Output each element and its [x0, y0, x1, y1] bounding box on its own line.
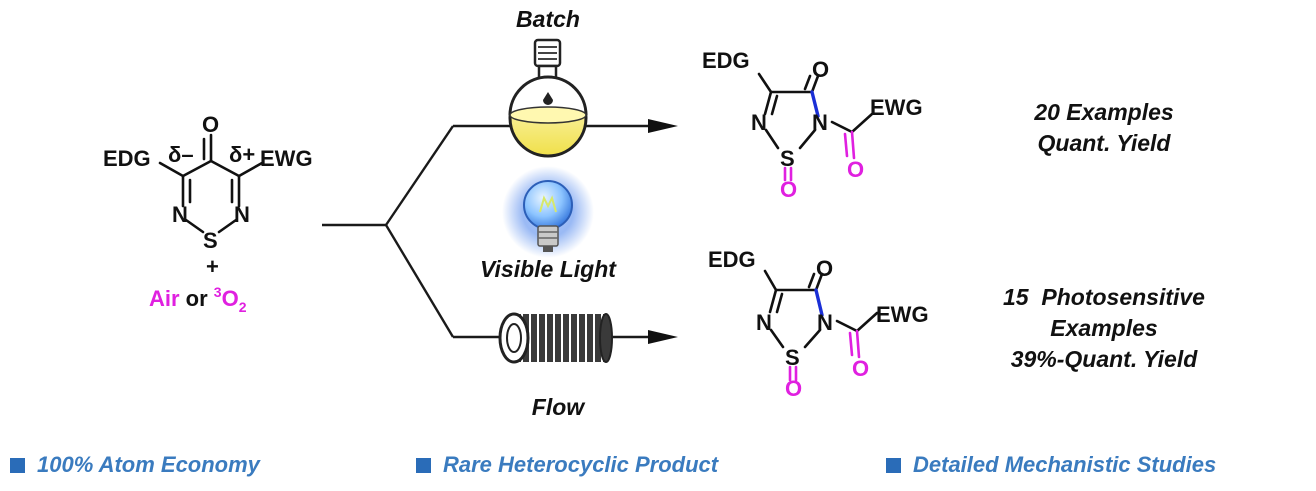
- bond-edg: [158, 161, 185, 178]
- nitrogen-left: N: [172, 202, 188, 227]
- o2-superscript: 3: [214, 284, 222, 300]
- square-bullet-icon: [416, 457, 431, 473]
- feature-text: 100% Atom Economy: [37, 452, 260, 477]
- bond-c3-n: [768, 288, 778, 314]
- results-bottom: 15 Photosensitive Examples 39%-Quant. Yi…: [1003, 284, 1205, 372]
- bond-c4-o-double: [803, 74, 812, 91]
- nitrogen-left: N: [756, 310, 772, 335]
- bond-n-s: [764, 128, 780, 150]
- arrow-top-head: [648, 119, 678, 133]
- sulfoxide-oxygen: O: [785, 376, 802, 401]
- square-bullet-icon: [10, 457, 25, 473]
- bond-n-acyl: [830, 120, 854, 134]
- ring-oxygen: O: [812, 57, 829, 82]
- product-bottom: EDG O N N S O EWG O: [708, 247, 929, 401]
- bond-edg: [763, 269, 778, 292]
- bond-c3-n-double: [775, 292, 784, 314]
- o2-main: O: [222, 286, 239, 311]
- flow-examples: 15 Photosensitive: [1003, 284, 1205, 310]
- light-bulb-icon: [502, 166, 594, 258]
- sulfur: S: [785, 345, 800, 370]
- features-footer: 100% Atom Economy Rare Heterocyclic Prod…: [0, 452, 1316, 482]
- bond-acyl-o-double: [843, 132, 849, 158]
- feature-item: Rare Heterocyclic Product: [416, 452, 718, 478]
- feature-item: Detailed Mechanistic Studies: [886, 452, 1216, 478]
- sulfoxide-oxygen: O: [780, 177, 797, 202]
- flow-yield: 39%-Quant. Yield: [1011, 346, 1199, 372]
- bond-acyl-o-double: [848, 331, 854, 357]
- bond-n-acyl: [835, 319, 859, 333]
- nitrogen-left: N: [751, 110, 767, 135]
- bond-ring-5: [184, 218, 205, 234]
- arrow-bottom-head: [648, 330, 678, 344]
- ewg-label: EWG: [870, 95, 923, 120]
- arrow-branch-up: [385, 125, 454, 226]
- bond-acyl-ewg: [855, 311, 879, 333]
- bond-ring-6: [217, 218, 238, 234]
- flow-examples-2: Examples: [1050, 315, 1157, 341]
- round-bottom-flask-icon: [508, 38, 588, 158]
- square-bullet-icon: [886, 457, 901, 473]
- bond-ewg: [237, 161, 264, 178]
- bond-edg: [757, 72, 773, 94]
- bond-acyl-o: [850, 130, 856, 160]
- visible-light-label: Visible Light: [480, 256, 617, 282]
- acyl-oxygen: O: [847, 157, 864, 182]
- feature-text: Detailed Mechanistic Studies: [913, 452, 1217, 477]
- sulfur: S: [203, 228, 218, 253]
- acyl-oxygen: O: [852, 356, 869, 381]
- air-text: Air: [149, 286, 180, 311]
- carbonyl-oxygen: O: [202, 112, 219, 137]
- feature-text: Rare Heterocyclic Product: [443, 452, 719, 477]
- feature-item: 100% Atom Economy: [10, 452, 260, 478]
- bond-c4-o-double: [807, 272, 816, 289]
- batch-yield: Quant. Yield: [1038, 130, 1172, 156]
- bond-n2-s: [798, 128, 817, 150]
- reactant-thiadiazinone: O EDG EWG δ– δ+ N N S + Air or 3O2: [103, 112, 313, 315]
- batch-label: Batch: [516, 6, 580, 32]
- oxidant-label: Air or 3O2: [149, 284, 247, 315]
- bond-ring-1: [181, 159, 213, 178]
- delta-plus: δ+: [229, 142, 255, 167]
- edg-label: EDG: [708, 247, 756, 272]
- plus-sign: +: [206, 254, 219, 279]
- or-text: or: [180, 286, 214, 311]
- nitrogen-right: N: [817, 310, 833, 335]
- branch-arrows: [322, 119, 678, 344]
- bond-c4-o: [814, 272, 824, 292]
- o2-subscript: 2: [239, 299, 247, 315]
- bond-ring-2: [209, 159, 241, 178]
- results-top: 20 Examples Quant. Yield: [1033, 99, 1173, 156]
- bond-c3-n-double: [770, 94, 779, 116]
- product-top: EDG O N N S O EWG O: [702, 48, 923, 202]
- bond-c3-n: [763, 90, 773, 116]
- bond-n2-s: [803, 328, 822, 349]
- ring-oxygen: O: [816, 256, 833, 281]
- nitrogen-right: N: [234, 202, 250, 227]
- ewg-label: EWG: [260, 146, 313, 171]
- delta-minus: δ–: [168, 142, 194, 167]
- edg-label: EDG: [702, 48, 750, 73]
- nitrogen-right: N: [812, 110, 828, 135]
- new-c-n-bond: [810, 90, 820, 118]
- bond-n-s: [769, 328, 785, 349]
- edg-label: EDG: [103, 146, 151, 171]
- flow-coil-icon: [498, 312, 613, 364]
- bond-c4-o: [810, 74, 820, 94]
- new-c-n-bond: [814, 288, 824, 317]
- sulfur: S: [780, 146, 795, 171]
- arrow-branch-down: [384, 224, 455, 338]
- batch-examples: 20 Examples: [1033, 99, 1173, 125]
- flow-label: Flow: [532, 394, 586, 420]
- bond-acyl-ewg: [850, 112, 874, 134]
- bond-acyl-o: [855, 329, 861, 359]
- ewg-label: EWG: [876, 302, 929, 327]
